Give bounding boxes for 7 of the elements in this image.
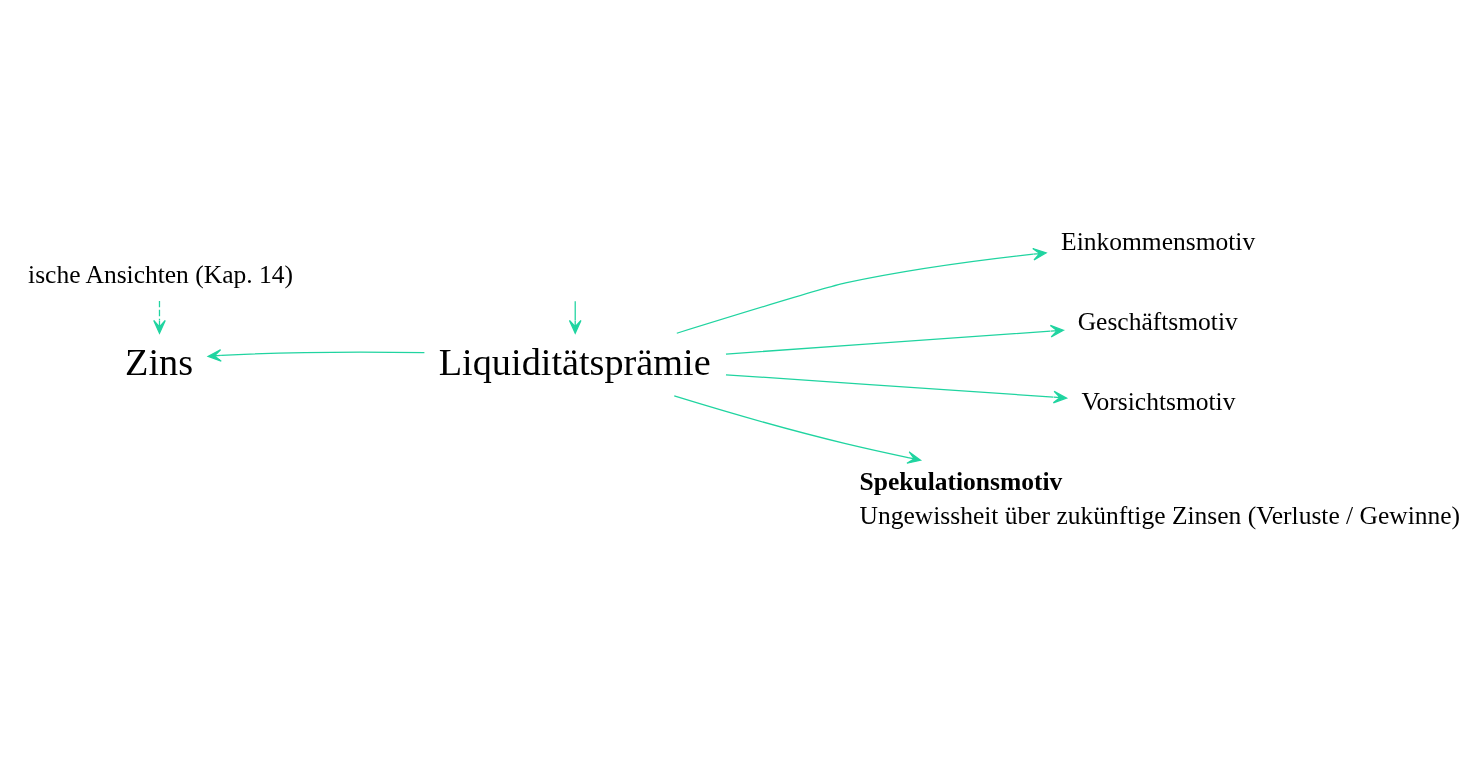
node-text: Einkommensmotiv: [1060, 226, 1255, 256]
node-text: Geschäftsmotiv: [1077, 306, 1238, 336]
node-text: Vorsichtsmotiv: [1080, 386, 1235, 416]
node-text: Spekulationsmotiv Ungewissheit über zukünftige Zinsen (Verluste / Gewinne): [859, 466, 1460, 530]
node-text: Liquiditätsprämie: [438, 340, 711, 383]
node-text: Zins: [124, 340, 193, 383]
node-text: ische Ansichten (Kap. 14): [27, 259, 293, 289]
